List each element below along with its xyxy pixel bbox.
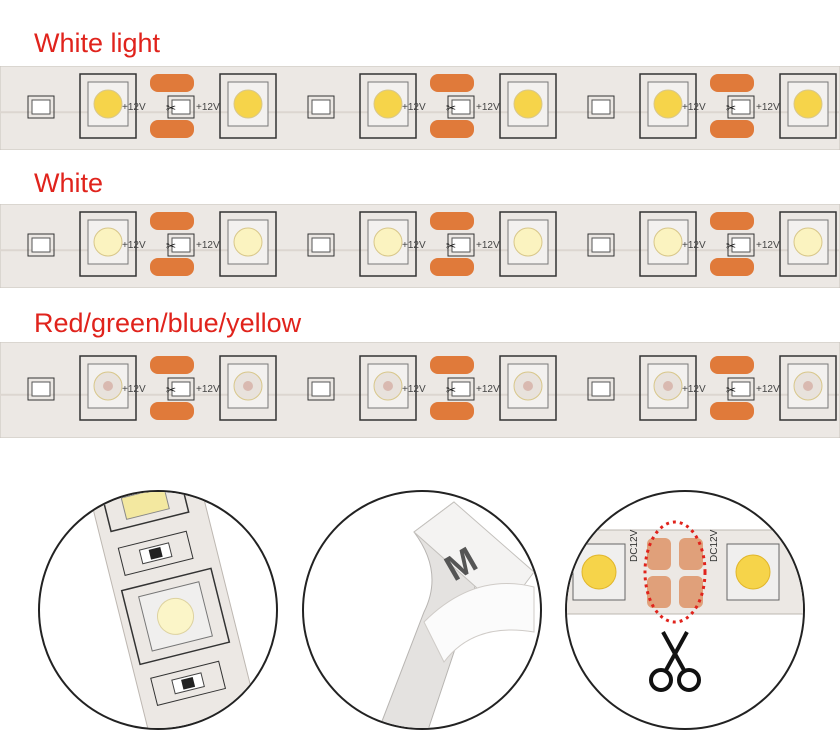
resistor <box>587 233 615 257</box>
led-chip <box>79 211 137 277</box>
led-chip <box>779 211 837 277</box>
scissors-icon: ✂ <box>726 101 736 115</box>
voltage-label: +12V <box>756 102 780 113</box>
resistor <box>167 377 195 401</box>
copper-pad <box>430 212 474 276</box>
scissors-icon: ✂ <box>166 239 176 253</box>
voltage-label: +12V <box>402 102 426 113</box>
resistor <box>447 95 475 119</box>
resistor <box>307 95 335 119</box>
voltage-label: +12V <box>682 384 706 395</box>
led-chip <box>639 355 697 421</box>
led-chip <box>639 73 697 139</box>
led-chip <box>499 355 557 421</box>
voltage-label: +12V <box>402 384 426 395</box>
led-chip <box>779 73 837 139</box>
scissors-icon: ✂ <box>446 239 456 253</box>
voltage-label: +12V <box>682 102 706 113</box>
led-chip <box>359 355 417 421</box>
resistor <box>167 95 195 119</box>
voltage-label: +12V <box>122 240 146 251</box>
scissors-icon: ✂ <box>446 101 456 115</box>
voltage-label: +12V <box>756 384 780 395</box>
led-chip <box>359 211 417 277</box>
copper-pad <box>150 74 194 138</box>
closeup-cut-line: DC12V DC12V <box>565 490 805 730</box>
scissors-icon: ✂ <box>166 383 176 397</box>
dc-voltage-label: DC12V <box>629 529 640 562</box>
voltage-label: +12V <box>122 102 146 113</box>
resistor <box>447 233 475 257</box>
resistor <box>587 95 615 119</box>
led-chip <box>219 73 277 139</box>
resistor <box>27 233 55 257</box>
dc-voltage-label: DC12V <box>709 529 720 562</box>
led-chip <box>79 73 137 139</box>
led-chip <box>359 73 417 139</box>
strip-white-light: +12V +12V ✂ +12V +12V ✂ +12V +12V ✂ <box>0 66 840 150</box>
voltage-label: +12V <box>476 384 500 395</box>
copper-pad <box>710 212 754 276</box>
copper-pad <box>150 212 194 276</box>
resistor <box>727 233 755 257</box>
resistor <box>307 233 335 257</box>
led-chip <box>499 211 557 277</box>
resistor <box>587 377 615 401</box>
resistor <box>27 95 55 119</box>
copper-pad <box>710 356 754 420</box>
copper-pad <box>150 356 194 420</box>
led-chip <box>779 355 837 421</box>
voltage-label: +12V <box>196 102 220 113</box>
voltage-label: +12V <box>196 240 220 251</box>
strip-rgb: +12V +12V ✂ +12V +12V ✂ +12V +12V ✂ <box>0 342 840 438</box>
led-chip <box>639 211 697 277</box>
scissors-icon: ✂ <box>446 383 456 397</box>
resistor <box>727 377 755 401</box>
scissors-icon: ✂ <box>726 239 736 253</box>
led-chip <box>79 355 137 421</box>
resistor <box>167 233 195 257</box>
resistor <box>447 377 475 401</box>
copper-pad <box>430 74 474 138</box>
closeup-adhesive-backing: M <box>302 490 542 730</box>
led-chip <box>219 211 277 277</box>
led-chip <box>499 73 557 139</box>
voltage-label: +12V <box>476 102 500 113</box>
scissors-icon: ✂ <box>726 383 736 397</box>
resistor <box>27 377 55 401</box>
resistor <box>727 95 755 119</box>
voltage-label: +12V <box>122 384 146 395</box>
copper-pad <box>430 356 474 420</box>
scissors-icon: ✂ <box>166 101 176 115</box>
resistor <box>307 377 335 401</box>
voltage-label: +12V <box>196 384 220 395</box>
copper-pad <box>710 74 754 138</box>
voltage-label: +12V <box>682 240 706 251</box>
strip-white: +12V +12V ✂ +12V +12V ✂ +12V +12V ✂ <box>0 204 840 288</box>
closeup-led-strip <box>38 490 278 730</box>
voltage-label: +12V <box>756 240 780 251</box>
label-rgb: Red/green/blue/yellow <box>34 308 302 338</box>
scissors-icon <box>649 631 701 692</box>
label-white-light: White light <box>34 28 161 58</box>
label-white: White <box>34 168 104 198</box>
led-chip <box>219 355 277 421</box>
voltage-label: +12V <box>402 240 426 251</box>
voltage-label: +12V <box>476 240 500 251</box>
